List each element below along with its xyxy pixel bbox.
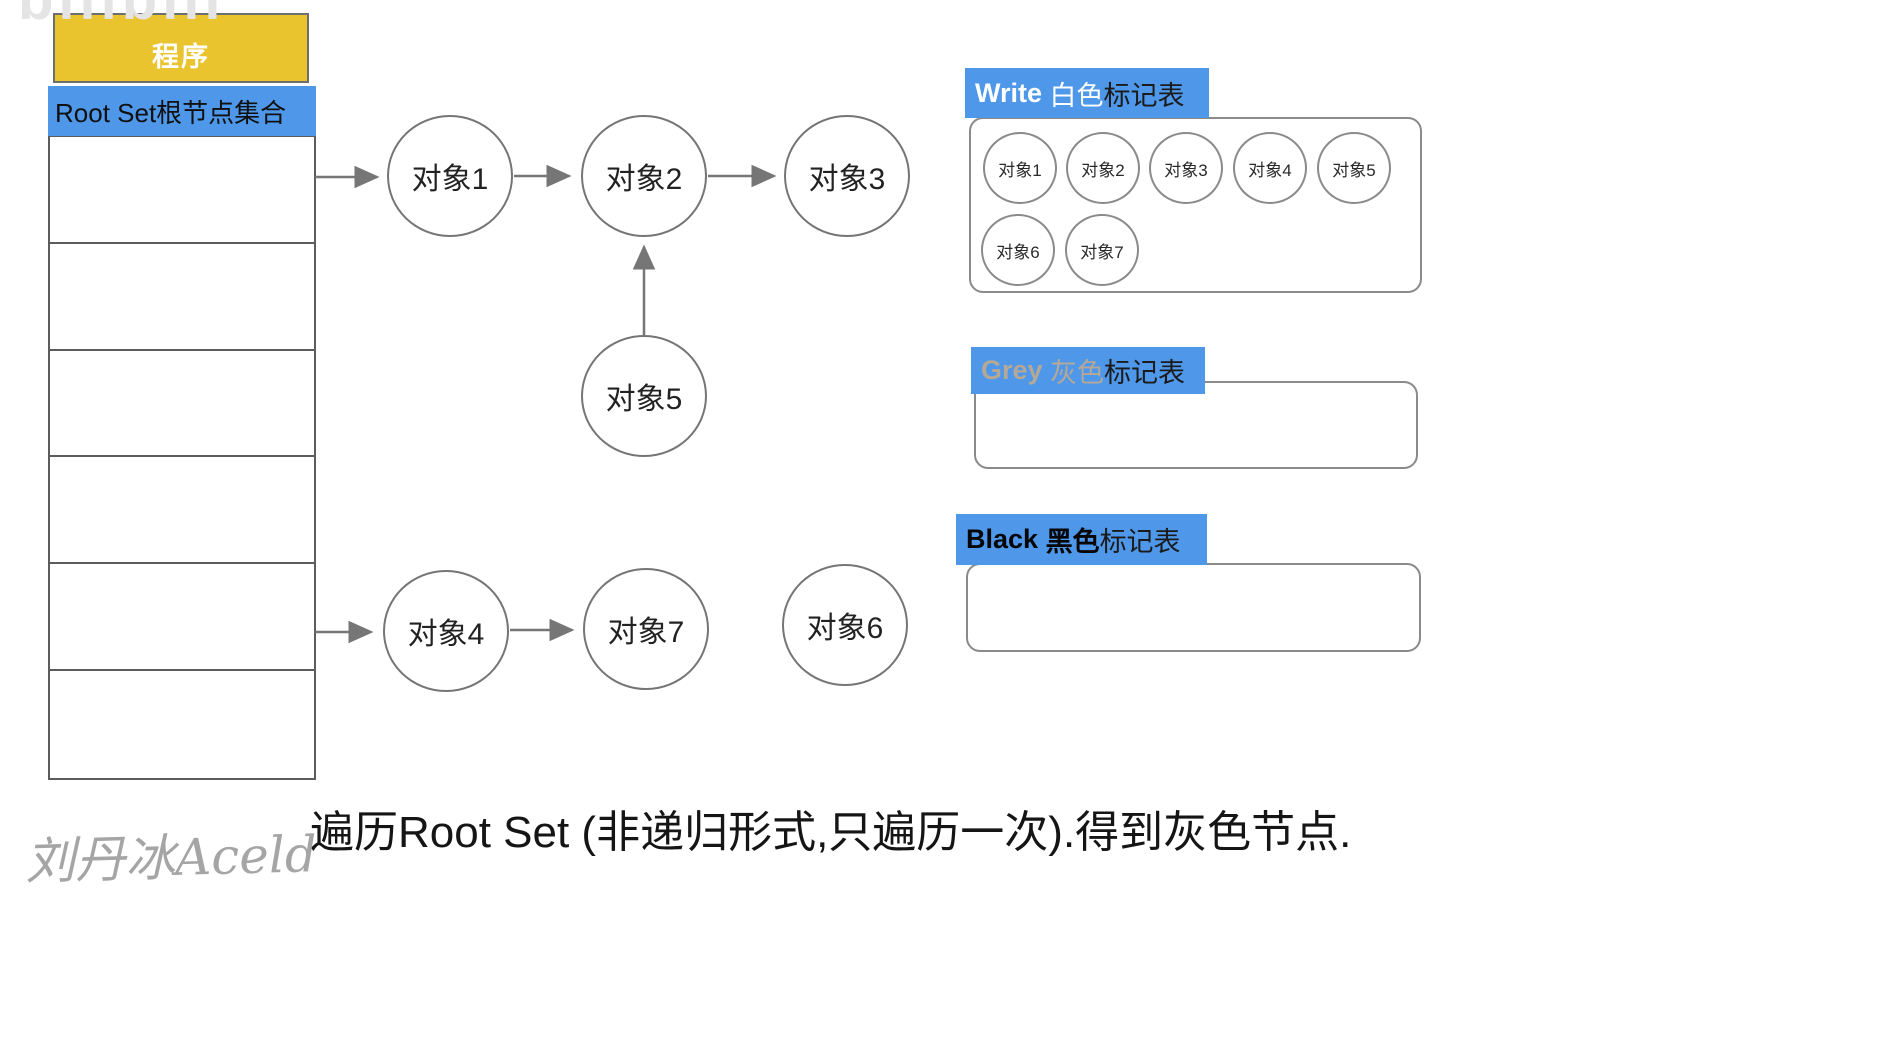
grey-mark-table <box>974 381 1418 469</box>
stack-row <box>50 351 314 458</box>
object-node-1: 对象1 <box>387 115 513 237</box>
stack-row <box>50 564 314 672</box>
black-label-suffix: 标记表 <box>1099 527 1181 557</box>
bilibili-watermark: bilibili <box>18 0 226 32</box>
black-label-cn: 黑色 <box>1045 527 1100 557</box>
grey-mark-table-label: Grey 灰色标记表 <box>971 347 1205 394</box>
white-table-object-2: 对象2 <box>1066 132 1140 204</box>
program-header: 程序 <box>53 13 309 83</box>
object-node-5: 对象5 <box>581 335 707 457</box>
black-mark-table <box>966 563 1421 652</box>
white-label-suffix: 标记表 <box>1103 80 1185 111</box>
object-node-6: 对象6 <box>782 564 908 686</box>
stack-row <box>50 137 314 244</box>
author-signature: 刘丹冰Aceld <box>24 825 318 891</box>
object-node-7: 对象7 <box>583 568 709 690</box>
object-node-4: 对象4 <box>383 570 509 692</box>
grey-label-suffix: 标记表 <box>1104 358 1186 388</box>
root-set-row: Root Set根节点集合 <box>48 86 316 136</box>
white-table-object-3: 对象3 <box>1149 132 1223 204</box>
black-label-en: Black <box>966 524 1046 554</box>
white-table-object-7: 对象7 <box>1065 214 1139 286</box>
white-table-object-4: 对象4 <box>1233 132 1307 204</box>
grey-label-cn: 灰色 <box>1050 358 1105 388</box>
caption-text: 遍历Root Set (非递归形式,只遍历一次).得到灰色节点. <box>310 808 1352 857</box>
black-mark-table-label: Black 黑色标记表 <box>956 514 1207 565</box>
white-label-cn: 白色 <box>1049 80 1104 111</box>
stack-table <box>48 135 316 780</box>
object-node-2: 对象2 <box>581 115 707 237</box>
white-mark-table-label: Write 白色标记表 <box>965 68 1209 118</box>
object-node-3: 对象3 <box>784 115 910 237</box>
white-table-object-5: 对象5 <box>1317 132 1391 204</box>
grey-label-en: Grey <box>981 355 1051 385</box>
white-table-object-6: 对象6 <box>981 214 1055 286</box>
stack-row <box>50 244 314 351</box>
white-table-object-1: 对象1 <box>983 132 1057 204</box>
stack-row <box>50 457 314 565</box>
white-label-en: Write <box>975 77 1050 108</box>
